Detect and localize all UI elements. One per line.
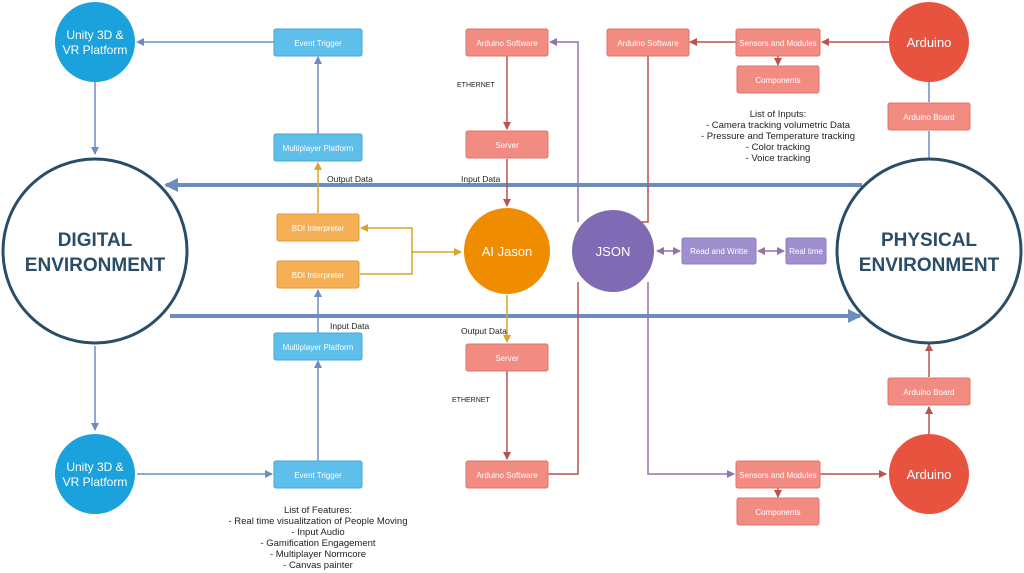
inputs-list-note: List of Inputs: - Camera tracking volume… [690,109,866,164]
arduino-board-bottom-node: Arduino Board [887,377,971,406]
features-list-item: - Input Audio [291,527,345,538]
inputs-list-title: List of Inputs: [749,109,807,120]
arduino-top-label: Arduino [907,35,952,50]
event-trigger-bottom-node: Event Trigger [273,460,363,489]
components-bottom-label: Components [755,508,800,517]
features-list-note: List of Features: - Real time visualitza… [218,505,418,571]
ai-jason-node: AI Jason [464,208,550,294]
ai-jason-label: AI Jason [482,244,533,259]
server-bottom-node: Server [465,343,549,372]
real-time-node: Real time [785,237,827,265]
arduino-top-node: Arduino [889,2,969,82]
event-trigger-bottom-label: Event Trigger [294,471,342,480]
sensors-modules-bottom-node: Sensors and Modules [735,460,821,489]
multiplayer-platform-bottom-node: Multiplayer Platform [273,332,363,361]
unity-vr-bottom-node: Unity 3D & VR Platform [55,434,135,514]
event-trigger-top-label: Event Trigger [294,39,342,48]
multiplayer-bottom-label: Multiplayer Platform [283,343,354,352]
arduino-bottom-node: Arduino [889,434,969,514]
sensors-bottom-label: Sensors and Modules [739,471,816,480]
features-list-item: - Canvas painter [283,560,353,571]
json-node: JSON [572,210,654,292]
components-top-label: Components [755,76,800,85]
real-time-label: Real time [789,247,823,256]
server-top-label: Server [495,141,519,150]
bdi-top-label: BDI Interpreter [292,224,345,233]
edge-label-output-data-bottom: Output Data [461,326,507,336]
arduino-board-top-node: Arduino Board [887,102,971,131]
inputs-list-item: - Voice tracking [745,153,811,164]
features-list-item: - Gamification Engagement [260,538,376,549]
edge-label-input-data-bottom: Input Data [330,321,370,331]
arduino-software-bottom-node: Arduino Software [465,460,549,489]
edge-label-output-data-top: Output Data [327,174,373,184]
edge-label-input-data-top: Input Data [461,174,501,184]
arduino-board-top-label: Arduino Board [903,113,954,122]
unity-top-line1: Unity 3D & [66,28,123,42]
multiplayer-platform-top-node: Multiplayer Platform [273,133,363,162]
physical-environment-node: PHYSICAL ENVIRONMENT [835,157,1023,345]
inputs-list-item: - Pressure and Temperature tracking [700,131,855,142]
json-label: JSON [596,244,631,259]
unity-top-line2: VR Platform [63,43,128,57]
arduino-sw-top-right-label: Arduino Software [617,39,679,48]
digital-env-line2: ENVIRONMENT [25,255,166,276]
arduino-software-top-right-node: Arduino Software [606,28,690,57]
arduino-sw-bottom-label: Arduino Software [476,471,538,480]
bdi-interpreter-top-node: BDI Interpreter [276,213,360,242]
unity-bottom-line1: Unity 3D & [66,460,123,474]
physical-env-line1: PHYSICAL [881,230,977,251]
edge-arduino-sw-bottom-to-json [548,282,579,475]
arduino-software-top-left-node: Arduino Software [465,28,549,57]
multiplayer-top-label: Multiplayer Platform [283,144,354,153]
inputs-list-item: - Camera tracking volumetric Data [705,120,851,131]
bdi-interpreter-bottom-node: BDI Interpreter [276,260,360,289]
edge-label-ethernet-top: ETHERNET [457,82,495,89]
inputs-list-item: - Color tracking [745,142,811,153]
edge-ai-to-bdi-top [360,224,413,252]
edge-json-to-arduino-sw-top [549,38,579,222]
physical-env-line2: ENVIRONMENT [859,255,1000,276]
event-trigger-top-node: Event Trigger [273,28,363,57]
edge-json-to-sensors-bottom [647,282,735,478]
features-list-item: - Multiplayer Normcore [269,549,367,560]
arduino-bottom-label: Arduino [907,467,952,482]
digital-env-line1: DIGITAL [58,230,133,251]
edge-label-ethernet-bottom: ETHERNET [452,397,490,404]
read-write-label: Read and Writte [690,247,748,256]
components-top-node: Components [736,65,820,94]
sensors-top-label: Sensors and Modules [739,39,816,48]
read-write-node: Read and Writte [681,237,757,265]
server-bottom-label: Server [495,354,519,363]
arduino-sw-top-left-label: Arduino Software [476,39,538,48]
edge-arduino-sw-right-to-json [634,56,649,223]
sensors-modules-top-node: Sensors and Modules [735,28,821,57]
digital-environment-node: DIGITAL ENVIRONMENT [1,157,189,345]
edge-bdi-bottom-to-ai [360,248,462,275]
unity-vr-top-node: Unity 3D & VR Platform [55,2,135,82]
features-list-title: List of Features: [283,505,353,516]
components-bottom-node: Components [736,497,820,526]
unity-bottom-line2: VR Platform [63,475,128,489]
arduino-board-bottom-label: Arduino Board [903,388,954,397]
bdi-bottom-label: BDI Interpreter [292,271,345,280]
server-top-node: Server [465,130,549,159]
features-list-item: - Real time visualitzation of People Mov… [228,516,408,527]
